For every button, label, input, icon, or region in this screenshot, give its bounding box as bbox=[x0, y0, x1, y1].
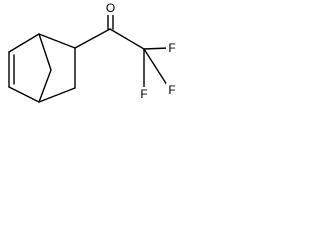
bond-cf3-f-right bbox=[143, 48, 170, 89]
fluorine-label-right: F bbox=[168, 83, 175, 97]
bond-c4-c7 bbox=[38, 69, 52, 103]
bond-c6-carbonyl bbox=[74, 28, 111, 49]
bond-c5-c4 bbox=[38, 87, 76, 103]
bond-carbonyl-cf3 bbox=[109, 28, 145, 50]
trifluoroacetyl-group bbox=[74, 13, 170, 89]
oxygen-label: O bbox=[106, 1, 115, 15]
bond-c3-c4 bbox=[8, 86, 40, 103]
norbornene-ring bbox=[8, 33, 76, 103]
bond-cf3-f-top bbox=[143, 47, 170, 50]
molecule-structure: O F F F bbox=[8, 1, 178, 103]
fluorine-label-bottom: F bbox=[140, 87, 147, 101]
fluorine-label-top: F bbox=[168, 41, 175, 55]
bond-c1-c2 bbox=[8, 33, 40, 53]
bond-c1-c7 bbox=[38, 33, 52, 71]
atom-labels: O F F F bbox=[104, 1, 178, 101]
bond-c1-c6 bbox=[38, 33, 76, 49]
